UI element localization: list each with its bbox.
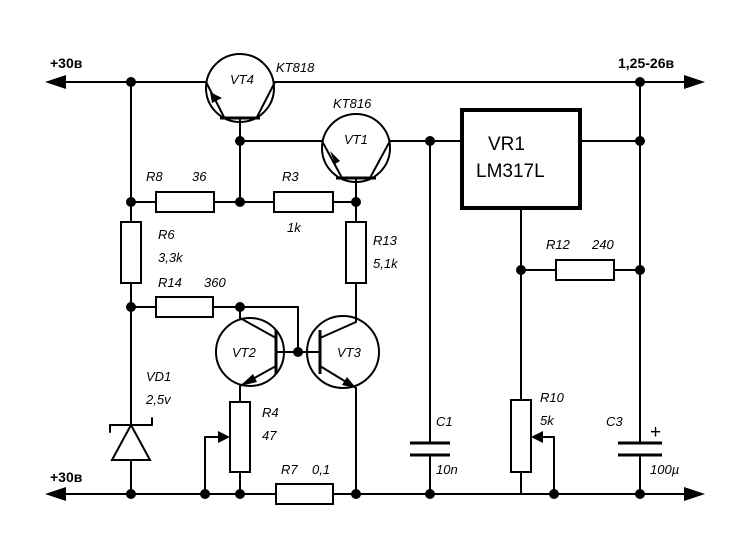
vd1-value: 2,5v [145, 392, 172, 407]
input-voltage-label: +30в [50, 55, 83, 71]
r6-resistor [120, 221, 142, 284]
r13-ref: R13 [373, 233, 398, 248]
r4-value: 47 [262, 428, 277, 443]
r10-value: 5k [540, 413, 555, 428]
vd1-ref: VD1 [146, 369, 171, 384]
r8-resistor [155, 191, 215, 213]
r8-ref: R8 [146, 169, 163, 184]
c3-value: 100µ [650, 462, 679, 477]
junction-dots [126, 77, 645, 499]
r4-potentiometer [229, 401, 251, 473]
vd1-zener-diode [109, 417, 153, 461]
c1-ref: C1 [436, 414, 453, 429]
top-rail [45, 75, 705, 89]
r7-ref: R7 [281, 462, 298, 477]
vt2-ref: VT2 [232, 345, 257, 360]
vt4-transistor [205, 53, 276, 203]
r10-ref: R10 [540, 390, 565, 405]
output-voltage-label: 1,25-26в [618, 55, 674, 71]
c3-polarity: + [650, 422, 661, 443]
r6-value: 3,3k [158, 250, 184, 265]
r14-resistor [155, 296, 214, 318]
r13-resistor [345, 221, 367, 284]
input-arrow-top [45, 75, 66, 89]
vt1-part: KT816 [333, 96, 372, 111]
bottom-rail [45, 487, 705, 501]
vt4-ref: VT4 [230, 72, 254, 87]
r12-resistor [555, 259, 615, 281]
r12-ref: R12 [546, 237, 571, 252]
vr1-part: LM317L [476, 161, 545, 182]
r4-ref: R4 [262, 405, 279, 420]
r14-ref: R14 [158, 275, 182, 290]
r14-value: 360 [204, 275, 226, 290]
output-arrow-bottom [684, 487, 705, 501]
vt4-part: KT818 [276, 60, 315, 75]
r3-ref: R3 [282, 169, 299, 184]
r7-value: 0,1 [312, 462, 330, 477]
r8-value: 36 [192, 169, 207, 184]
r3-resistor [273, 191, 334, 213]
c3-ref: C3 [606, 414, 623, 429]
vt3-ref: VT3 [337, 345, 362, 360]
input-ground-label: +30в [50, 469, 83, 485]
input-arrow-bottom [45, 487, 66, 501]
c1-value: 10n [436, 462, 458, 477]
vr1-ref: VR1 [488, 134, 525, 155]
vt3-transistor [306, 315, 380, 495]
r6-ref: R6 [158, 227, 175, 242]
r3-value: 1k [287, 220, 302, 235]
vt1-transistor [239, 113, 391, 223]
output-arrow-top [684, 75, 705, 89]
r13-value: 5,1k [373, 256, 399, 271]
c1-capacitor [410, 140, 450, 495]
r12-value: 240 [591, 237, 614, 252]
vr1-regulator [460, 108, 582, 210]
r10-potentiometer [510, 399, 532, 473]
r7-resistor [275, 483, 334, 505]
vt1-ref: VT1 [344, 132, 368, 147]
